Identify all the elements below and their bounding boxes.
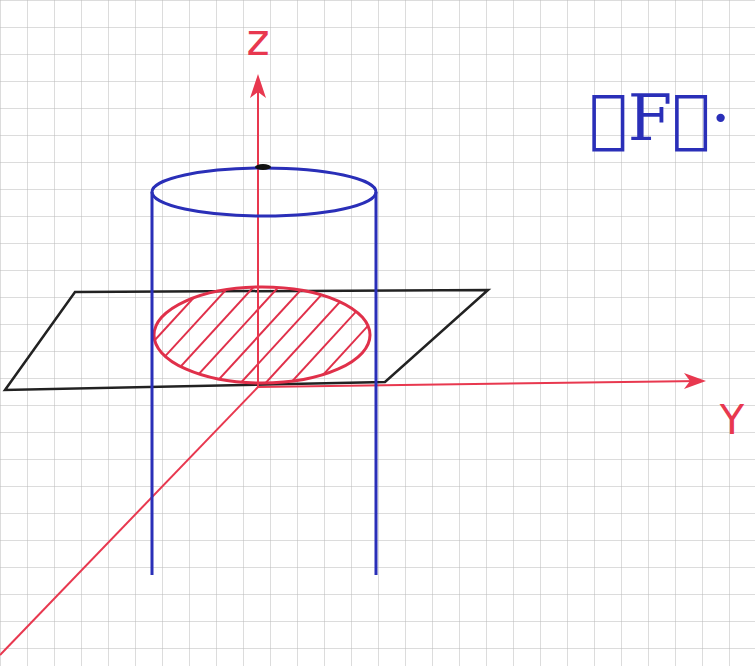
integral-expression: ∮F⃗·	[589, 86, 731, 150]
dot	[255, 164, 271, 170]
region-boundary	[154, 287, 370, 383]
arrowhead	[250, 74, 266, 98]
axes	[0, 82, 700, 655]
axis-label: z	[246, 18, 269, 62]
hatched-region	[100, 280, 410, 400]
axis-label: Y	[720, 400, 744, 440]
plane	[5, 290, 488, 390]
cylinder	[152, 168, 376, 575]
arrowhead	[684, 373, 706, 389]
